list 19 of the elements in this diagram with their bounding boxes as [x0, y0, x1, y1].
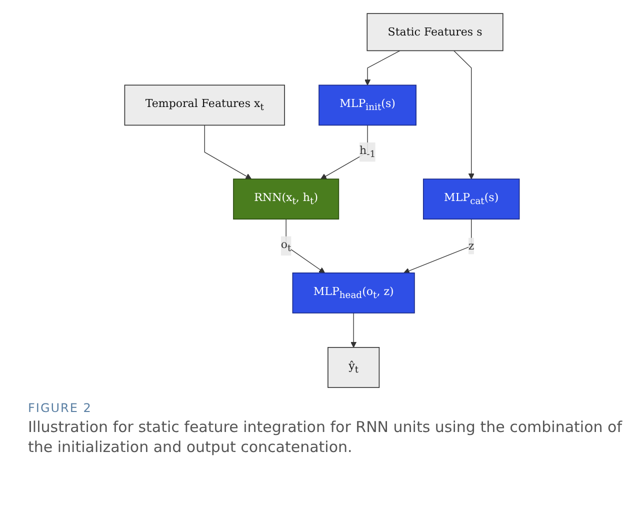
node-box: MLP$_{cat}$(s)	[422, 178, 520, 220]
node-box: MLP$_{init}$(s)	[318, 84, 416, 126]
edge-label: z	[468, 239, 474, 252]
node-box: RNN(x$_{t}$, h$_{t}$)	[232, 178, 339, 220]
node-box: Static Features s	[366, 13, 503, 52]
arrow	[350, 312, 356, 348]
arrow	[403, 218, 472, 274]
edge-label: h$_{-1}$	[359, 144, 376, 160]
node-box: ŷ$_{t}$	[327, 347, 380, 388]
caption: Illustration for static feature integration for RNN units using the combination of the initialization and output concatenation.	[28, 417, 624, 458]
arrow	[364, 50, 400, 86]
arrow	[285, 218, 325, 274]
edge-label: o$_{t}$	[280, 238, 291, 254]
figure-label: FIGURE 2	[28, 401, 92, 415]
node-box: Temporal Features x$_{t}$	[124, 84, 284, 126]
arrow	[204, 124, 252, 180]
arrow	[453, 50, 474, 180]
node-box: MLP$_{head}$(o$_{t}$, z)	[292, 272, 414, 314]
arrow	[320, 124, 368, 180]
